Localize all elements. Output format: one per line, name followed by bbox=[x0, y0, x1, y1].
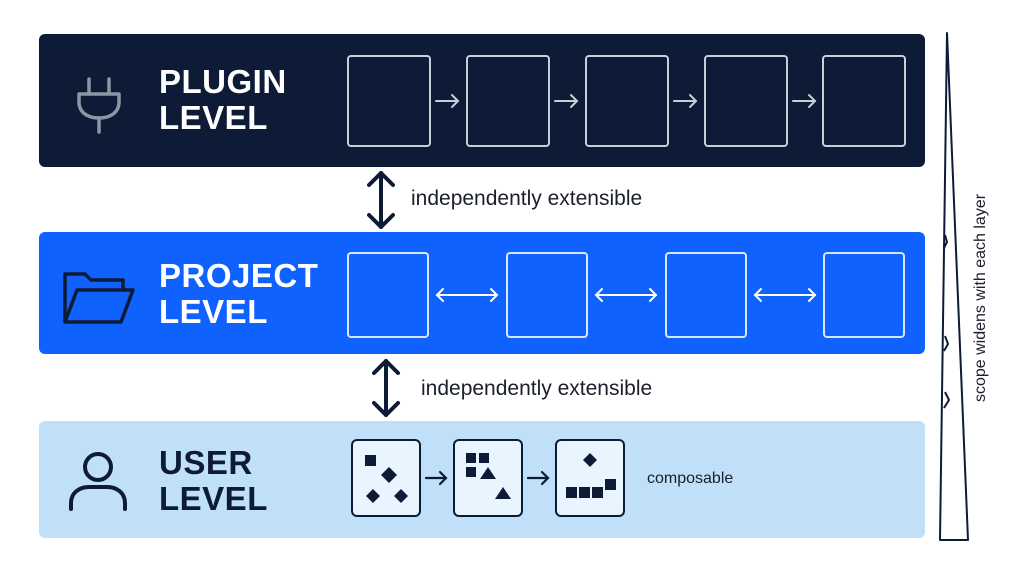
plugin-step-4 bbox=[704, 55, 788, 147]
project-level-title: PROJECT LEVEL bbox=[159, 257, 319, 330]
user-composition-3 bbox=[555, 439, 625, 517]
plugin-step-2 bbox=[466, 55, 550, 147]
project-user-relation-label: independently extensible bbox=[421, 377, 653, 400]
plugin-step-5 bbox=[822, 55, 906, 147]
right-arrow-icon bbox=[424, 470, 448, 486]
plugin-level-band: PLUGIN LEVEL bbox=[39, 34, 925, 167]
user-level-title: USER LEVEL bbox=[159, 444, 268, 517]
scope-wedge bbox=[939, 32, 969, 541]
project-level-band: PROJECT LEVEL bbox=[39, 232, 925, 354]
plug-icon bbox=[77, 77, 121, 134]
project-item-1 bbox=[347, 252, 429, 338]
project-item-2 bbox=[506, 252, 588, 338]
scope-widens-label: scope widens with each layer bbox=[972, 193, 989, 403]
shapes-icon bbox=[466, 453, 511, 499]
folder-icon bbox=[63, 272, 135, 324]
user-icon bbox=[69, 452, 127, 511]
project-item-4 bbox=[823, 252, 905, 338]
double-arrow-icon bbox=[594, 288, 658, 302]
composable-label: composable bbox=[647, 470, 734, 487]
plugin-project-relation-label: independently extensible bbox=[411, 187, 643, 210]
plugin-step-1 bbox=[347, 55, 431, 147]
user-composition-1 bbox=[351, 439, 421, 517]
double-arrow-icon bbox=[435, 288, 499, 302]
shapes-icon bbox=[566, 453, 616, 498]
double-arrow-icon bbox=[753, 288, 817, 302]
right-arrow-icon bbox=[673, 94, 698, 108]
up-down-arrow-icon bbox=[367, 171, 395, 229]
user-level-band: USER LEVEL bbox=[39, 421, 925, 538]
project-item-3 bbox=[665, 252, 747, 338]
right-arrow-icon bbox=[526, 470, 550, 486]
right-arrow-icon bbox=[435, 94, 460, 108]
user-composition-2 bbox=[453, 439, 523, 517]
right-arrow-icon bbox=[792, 94, 817, 108]
shapes-icon bbox=[365, 455, 408, 503]
right-arrow-icon bbox=[554, 94, 579, 108]
plugin-level-title: PLUGIN LEVEL bbox=[159, 63, 287, 136]
plugin-step-3 bbox=[585, 55, 669, 147]
up-down-arrow-icon bbox=[372, 359, 400, 417]
